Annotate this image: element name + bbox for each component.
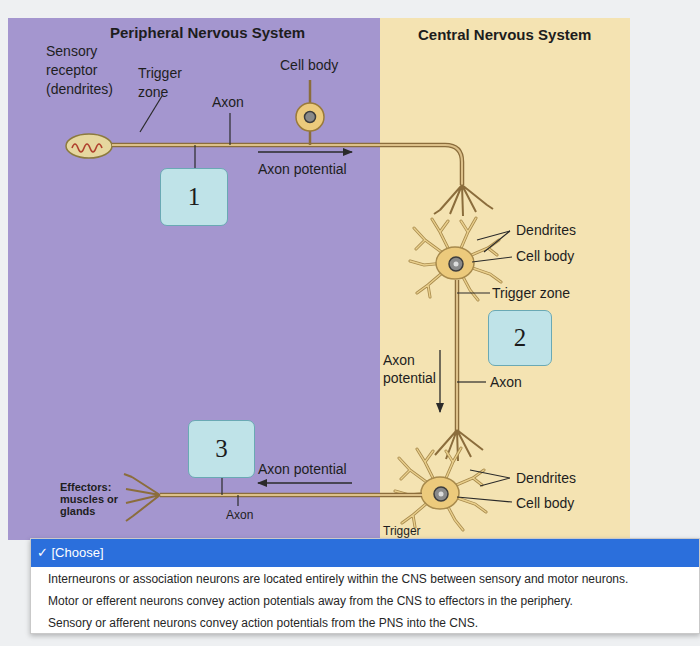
callout-number: 2 <box>514 324 527 352</box>
part-label: Axon <box>212 93 244 111</box>
part-label: Trigger zone <box>492 284 570 302</box>
part-label: Axon <box>226 506 253 524</box>
part-label: Axon potential <box>383 351 443 387</box>
callout-box: 2 <box>488 310 552 366</box>
menu-option: Interneurons or association neurons are … <box>48 571 628 587</box>
part-label: Cell body <box>516 494 574 512</box>
menu-option: Sensory or afferent neurons convey actio… <box>48 615 478 631</box>
nervous-system-band: Central Nervous System 2 <box>380 18 630 540</box>
part-label: Cell body <box>280 56 338 74</box>
dropdown-menu: ✓ [Choose] Interneurons or association ne… <box>30 538 700 634</box>
part-label: Dendrites <box>516 221 576 239</box>
callout-box: 3 <box>188 420 255 478</box>
part-label: Axon <box>490 373 522 391</box>
menu-option: Motor or efferent neurons convey action … <box>48 593 573 609</box>
part-label: Trigger zone <box>138 64 194 102</box>
part-label: Dendrites <box>516 469 576 487</box>
band-title: Central Nervous System <box>418 26 591 43</box>
part-label: Sensory receptor (dendrites) <box>46 42 124 99</box>
part-label: Effectors: muscles or glands <box>60 481 120 517</box>
callout-number: 1 <box>188 183 201 211</box>
part-label: Cell body <box>516 247 574 265</box>
callout-number: 3 <box>215 435 228 463</box>
part-label: Axon potential <box>258 460 347 478</box>
callout-box: 1 <box>160 168 228 226</box>
part-label: Axon potential <box>258 160 347 178</box>
band-title: Peripheral Nervous System <box>110 24 305 41</box>
menu-selected: ✓ [Choose] <box>31 539 699 567</box>
